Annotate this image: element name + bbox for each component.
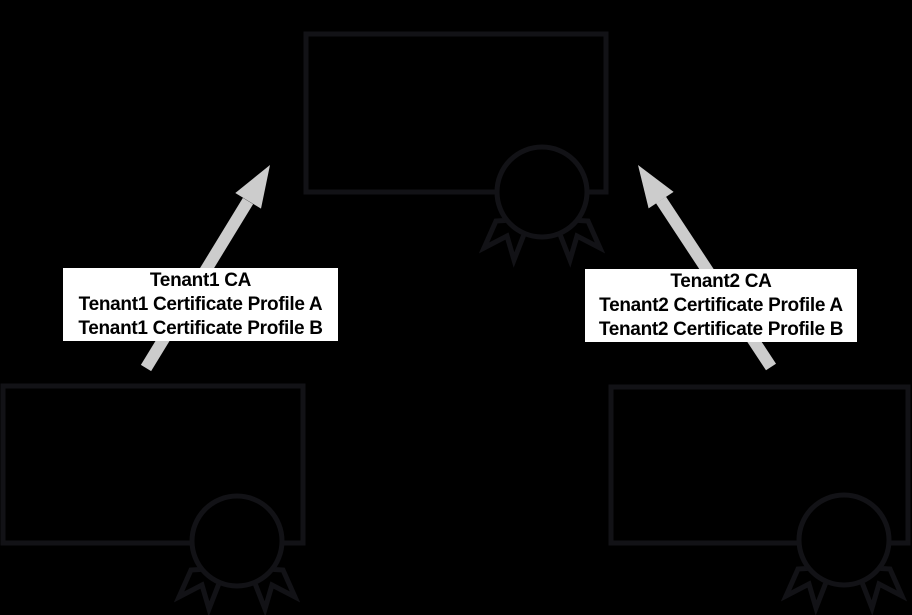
- label-line: Tenant1 Certificate Profile A: [78, 293, 323, 315]
- label-line: Tenant1 CA: [149, 269, 252, 291]
- label-line: Tenant2 Certificate Profile A: [599, 294, 843, 316]
- label-line: Tenant2 CA: [670, 270, 772, 292]
- root-certificate-box: [303, 31, 609, 195]
- tenant2-label: Tenant2 CA Tenant2 Certificate Profile A…: [585, 269, 857, 342]
- tenant1-label: Tenant1 CA Tenant1 Certificate Profile A…: [63, 268, 338, 341]
- label-line: Tenant2 Certificate Profile B: [598, 318, 844, 340]
- label-line: Tenant1 Certificate Profile B: [78, 317, 323, 339]
